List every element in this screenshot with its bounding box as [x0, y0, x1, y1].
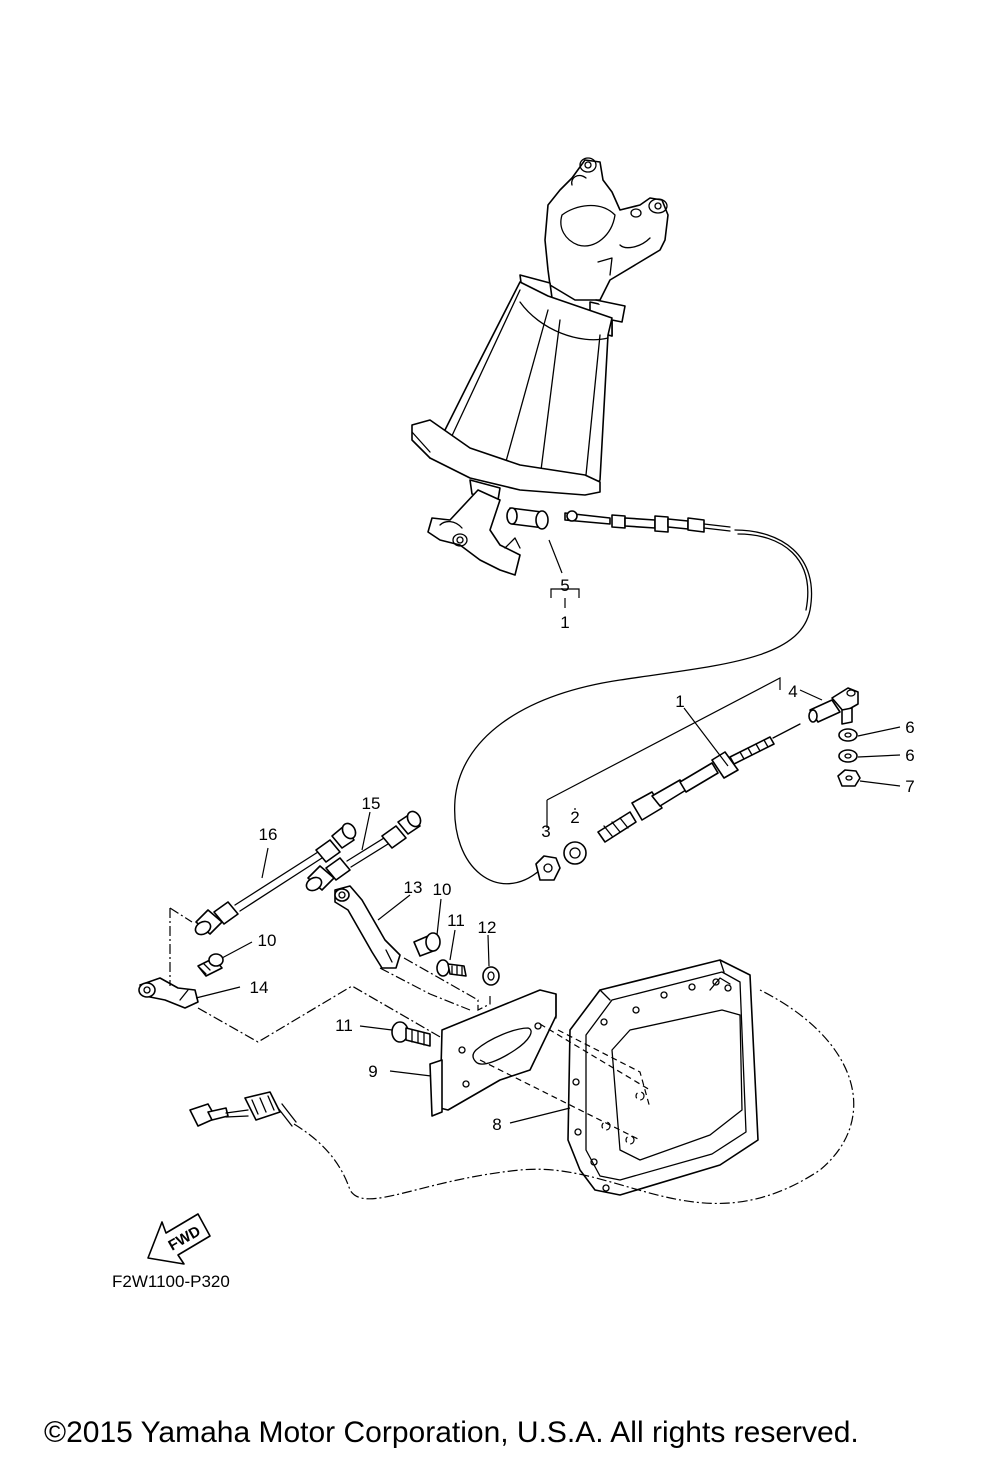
wire-harness-connector: [189, 989, 855, 1204]
arm-and-fasteners: [334, 885, 500, 1047]
mounting-plate: [429, 989, 557, 1117]
callout-1-upper: 1: [560, 613, 569, 632]
cable-nut-washer: [535, 841, 587, 881]
copyright-notice: ©2015 Yamaha Motor Corporation, U.S.A. A…: [44, 1416, 859, 1449]
callout-16: 16: [259, 825, 278, 844]
leader-lines: [195, 539, 901, 1124]
callout-15: 15: [362, 794, 381, 813]
callout-10-right: 10: [433, 880, 452, 899]
steering-cable: [454, 529, 813, 885]
drawing-code: F2W1100-P320: [112, 1272, 230, 1291]
callout-3: 3: [541, 822, 550, 841]
callout-10-left: 10: [258, 931, 277, 950]
callout-8: 8: [492, 1115, 501, 1134]
fwd-direction-arrow: FWD: [147, 1213, 211, 1265]
callout-11-lower: 11: [335, 1016, 353, 1035]
phantom-outlines: [169, 907, 491, 1043]
callout-12: 12: [478, 918, 497, 937]
lever-and-bolt-left: [138, 953, 224, 1009]
callout-4: 4: [788, 682, 797, 701]
callout-2: 2: [570, 808, 579, 827]
callout-13: 13: [404, 878, 423, 897]
callout-11-upper: 11: [447, 911, 465, 930]
steering-cable-upper-end: [506, 507, 731, 533]
callout-5: 5: [560, 576, 569, 595]
callout-labels: 5 1 1 4 6 6 7 3 2 16 15 13 10 10 11 12 1…: [250, 576, 915, 1134]
callout-9: 9: [368, 1062, 377, 1081]
sensor-rods: [194, 810, 422, 936]
control-box: [479, 959, 759, 1196]
callout-7: 7: [905, 777, 914, 796]
callout-14: 14: [250, 978, 269, 997]
callout-6-b: 6: [905, 746, 914, 765]
callout-6-a: 6: [905, 718, 914, 737]
jet-nozzle-assembly: [411, 157, 669, 576]
ball-joint-and-nuts: [808, 687, 861, 787]
callout-1-middle: 1: [675, 692, 684, 711]
